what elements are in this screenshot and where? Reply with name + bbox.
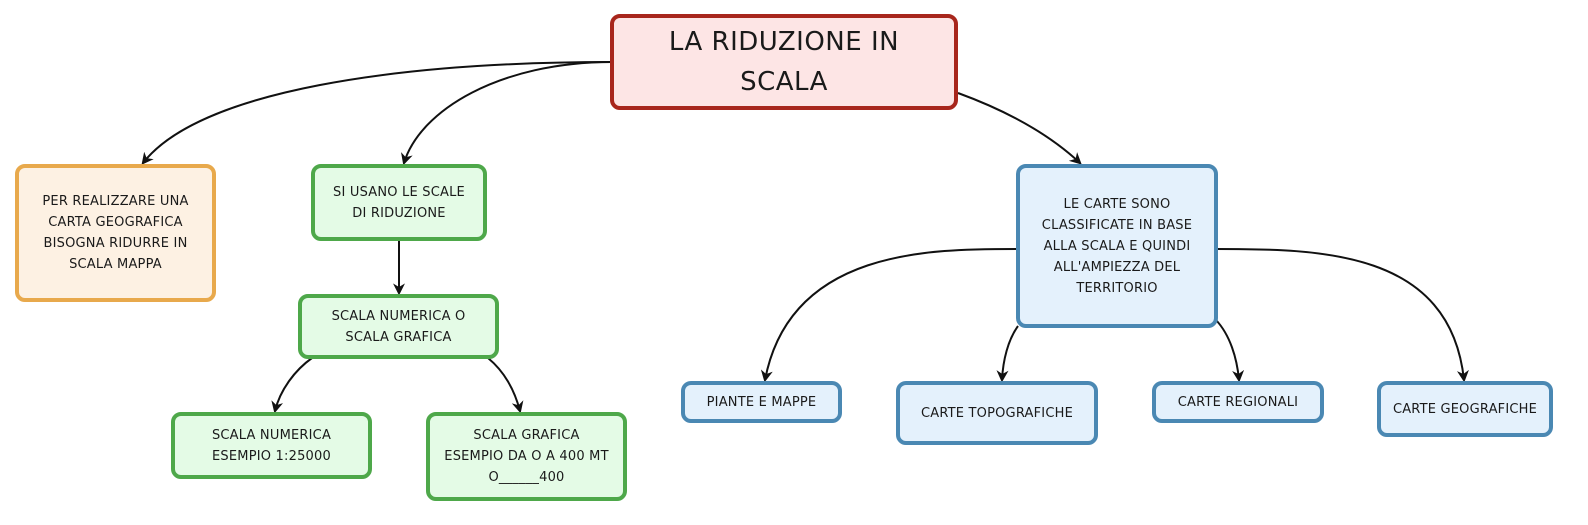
edge-root-to-per-realizzare: [141, 61, 613, 165]
node-carte-regionali[interactable]: CARTE REGIONALI: [1152, 381, 1324, 423]
edge-to-regionali: [1215, 319, 1245, 383]
node-scala-numerica[interactable]: SCALA NUMERICA ESEMPIO 1:25000: [171, 412, 372, 479]
node-label: SCALA NUMERICA ESEMPIO 1:25000: [211, 427, 332, 464]
node-label: CARTE TOPOGRAFICHE: [920, 405, 1074, 421]
node-label: PIANTE E MAPPE: [706, 394, 817, 410]
edge-to-geografiche: [1215, 248, 1469, 383]
edge-to-scala-numerica: [271, 357, 313, 414]
edge-root-to-le-carte: [957, 92, 1082, 165]
node-label: LE CARTE SONO CLASSIFICATE IN BASE ALLA …: [1041, 196, 1193, 296]
edge-root-to-si-usano: [401, 61, 613, 166]
node-label: SCALA GRAFICA ESEMPIO DA O A 400 MT O___…: [444, 428, 609, 485]
edge-to-scala-grafica: [487, 357, 524, 414]
node-si-usano-scale[interactable]: SI USANO LE SCALE DI RIDUZIONE: [311, 164, 487, 241]
node-label: LA RIDUZIONE IN SCALA: [668, 27, 900, 97]
node-label: PER REALIZZARE UNA CARTA GEOGRAFICA BISO…: [42, 194, 189, 272]
node-carte-geografiche[interactable]: CARTE GEOGRAFICHE: [1377, 381, 1553, 437]
node-scala-numerica-o-grafica[interactable]: SCALA NUMERICA O SCALA GRAFICA: [298, 294, 499, 359]
node-root-title[interactable]: LA RIDUZIONE IN SCALA: [610, 14, 958, 110]
node-piante-e-mappe[interactable]: PIANTE E MAPPE: [681, 381, 842, 423]
node-label: SCALA NUMERICA O SCALA GRAFICA: [331, 308, 466, 345]
node-le-carte-classificate[interactable]: LE CARTE SONO CLASSIFICATE IN BASE ALLA …: [1016, 164, 1218, 328]
node-label: CARTE REGIONALI: [1177, 394, 1299, 410]
node-scala-grafica[interactable]: SCALA GRAFICA ESEMPIO DA O A 400 MT O___…: [426, 412, 627, 501]
node-label: SI USANO LE SCALE DI RIDUZIONE: [333, 184, 465, 221]
node-label: CARTE GEOGRAFICHE: [1392, 401, 1538, 417]
edge-to-topografiche: [996, 325, 1019, 383]
node-per-realizzare[interactable]: PER REALIZZARE UNA CARTA GEOGRAFICA BISO…: [15, 164, 216, 302]
node-carte-topografiche[interactable]: CARTE TOPOGRAFICHE: [896, 381, 1098, 445]
edge-to-piante: [760, 248, 1018, 383]
